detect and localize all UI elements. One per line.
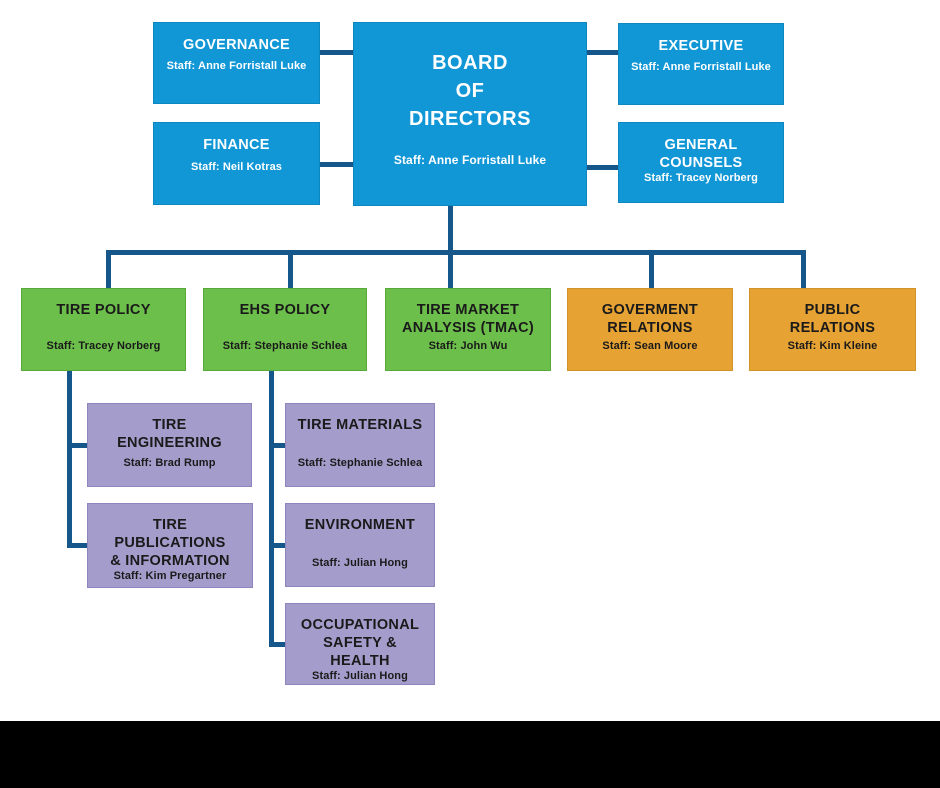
connector-board-executive xyxy=(587,50,618,55)
node-title: ENVIRONMENT xyxy=(304,517,416,533)
node-staff: Staff: Sean Moore xyxy=(602,339,698,352)
connector-stub-environment xyxy=(269,543,285,548)
node-title: GOVERMENT RELATIONS xyxy=(601,302,699,337)
node-title: GOVERNANCE xyxy=(183,37,290,53)
connector-board-general-counsels xyxy=(587,165,618,170)
connector-stub-tire-materials xyxy=(269,443,285,448)
node-staff: Staff: Tracey Norberg xyxy=(46,339,161,352)
node-title: BOARD OF DIRECTORS xyxy=(409,52,531,130)
org-node-finance: FINANCE Staff: Neil Kotras xyxy=(153,122,320,205)
node-staff: Staff: Kim Pregartner xyxy=(113,570,227,583)
node-staff: Staff: Anne Forristall Luke xyxy=(631,60,771,73)
connector-drop-goverment-relations xyxy=(649,250,654,288)
node-staff: Staff: Julian Hong xyxy=(312,670,408,683)
connector-finance-board xyxy=(320,162,353,167)
node-staff: Staff: Anne Forristall Luke xyxy=(393,152,547,167)
org-node-tire-publications-information: TIRE PUBLICATIONS & INFORMATION Staff: K… xyxy=(87,503,253,588)
node-staff: Staff: Kim Kleine xyxy=(787,339,878,352)
node-staff: Staff: Neil Kotras xyxy=(190,160,283,173)
node-title: TIRE MARKET ANALYSIS (TMAC) xyxy=(401,302,535,337)
connector-ehs-policy-spine xyxy=(269,371,274,647)
connector-drop-tire-policy xyxy=(106,250,111,288)
org-node-tire-policy: TIRE POLICY Staff: Tracey Norberg xyxy=(21,288,186,371)
org-node-environment: ENVIRONMENT Staff: Julian Hong xyxy=(285,503,435,587)
org-node-governance: GOVERNANCE Staff: Anne Forristall Luke xyxy=(153,22,320,104)
node-staff: Staff: Stephanie Schlea xyxy=(222,339,348,352)
org-node-ehs-policy: EHS POLICY Staff: Stephanie Schlea xyxy=(203,288,367,371)
connector-stub-occupational-safety xyxy=(269,642,285,647)
node-title: FINANCE xyxy=(203,137,270,153)
org-node-general-counsels: GENERAL COUNSELS Staff: Tracey Norberg xyxy=(618,122,784,203)
footer-bar xyxy=(0,721,940,788)
connector-drop-public-relations xyxy=(801,250,806,288)
org-node-occupational-safety-health: OCCUPATIONAL SAFETY & HEALTH Staff: Juli… xyxy=(285,603,435,685)
node-staff: Staff: Julian Hong xyxy=(312,556,408,569)
org-node-public-relations: PUBLIC RELATIONS Staff: Kim Kleine xyxy=(749,288,916,371)
org-node-tire-engineering: TIRE ENGINEERING Staff: Brad Rump xyxy=(87,403,252,487)
node-title: TIRE PUBLICATIONS & INFORMATION xyxy=(110,517,230,570)
node-title: EHS POLICY xyxy=(239,302,331,318)
node-title: PUBLIC RELATIONS xyxy=(789,302,876,337)
node-staff: Staff: Tracey Norberg xyxy=(644,172,758,185)
node-title: OCCUPATIONAL SAFETY & HEALTH xyxy=(300,617,420,670)
node-title: TIRE POLICY xyxy=(56,302,151,318)
org-node-tire-materials: TIRE MATERIALS Staff: Stephanie Schlea xyxy=(285,403,435,487)
connector-board-drop xyxy=(448,206,453,288)
node-staff: Staff: Brad Rump xyxy=(123,456,216,469)
node-staff: Staff: Stephanie Schlea xyxy=(297,456,423,469)
node-title: TIRE MATERIALS xyxy=(297,417,423,433)
org-node-board-of-directors: BOARD OF DIRECTORS Staff: Anne Forristal… xyxy=(353,22,587,206)
connector-drop-ehs-policy xyxy=(288,250,293,288)
node-title: EXECUTIVE xyxy=(658,38,744,54)
org-node-goverment-relations: GOVERMENT RELATIONS Staff: Sean Moore xyxy=(567,288,733,371)
connector-stub-tire-publications xyxy=(67,543,87,548)
node-title: TIRE ENGINEERING xyxy=(117,417,222,452)
node-staff: Staff: John Wu xyxy=(428,339,508,352)
node-title: GENERAL COUNSELS xyxy=(659,137,743,172)
connector-bus xyxy=(106,250,806,255)
connector-tire-policy-spine xyxy=(67,371,72,548)
org-node-tire-market-analysis: TIRE MARKET ANALYSIS (TMAC) Staff: John … xyxy=(385,288,551,371)
connector-governance-board xyxy=(320,50,353,55)
org-node-executive: EXECUTIVE Staff: Anne Forristall Luke xyxy=(618,23,784,105)
connector-stub-tire-engineering xyxy=(67,443,87,448)
node-staff: Staff: Anne Forristall Luke xyxy=(166,59,307,72)
